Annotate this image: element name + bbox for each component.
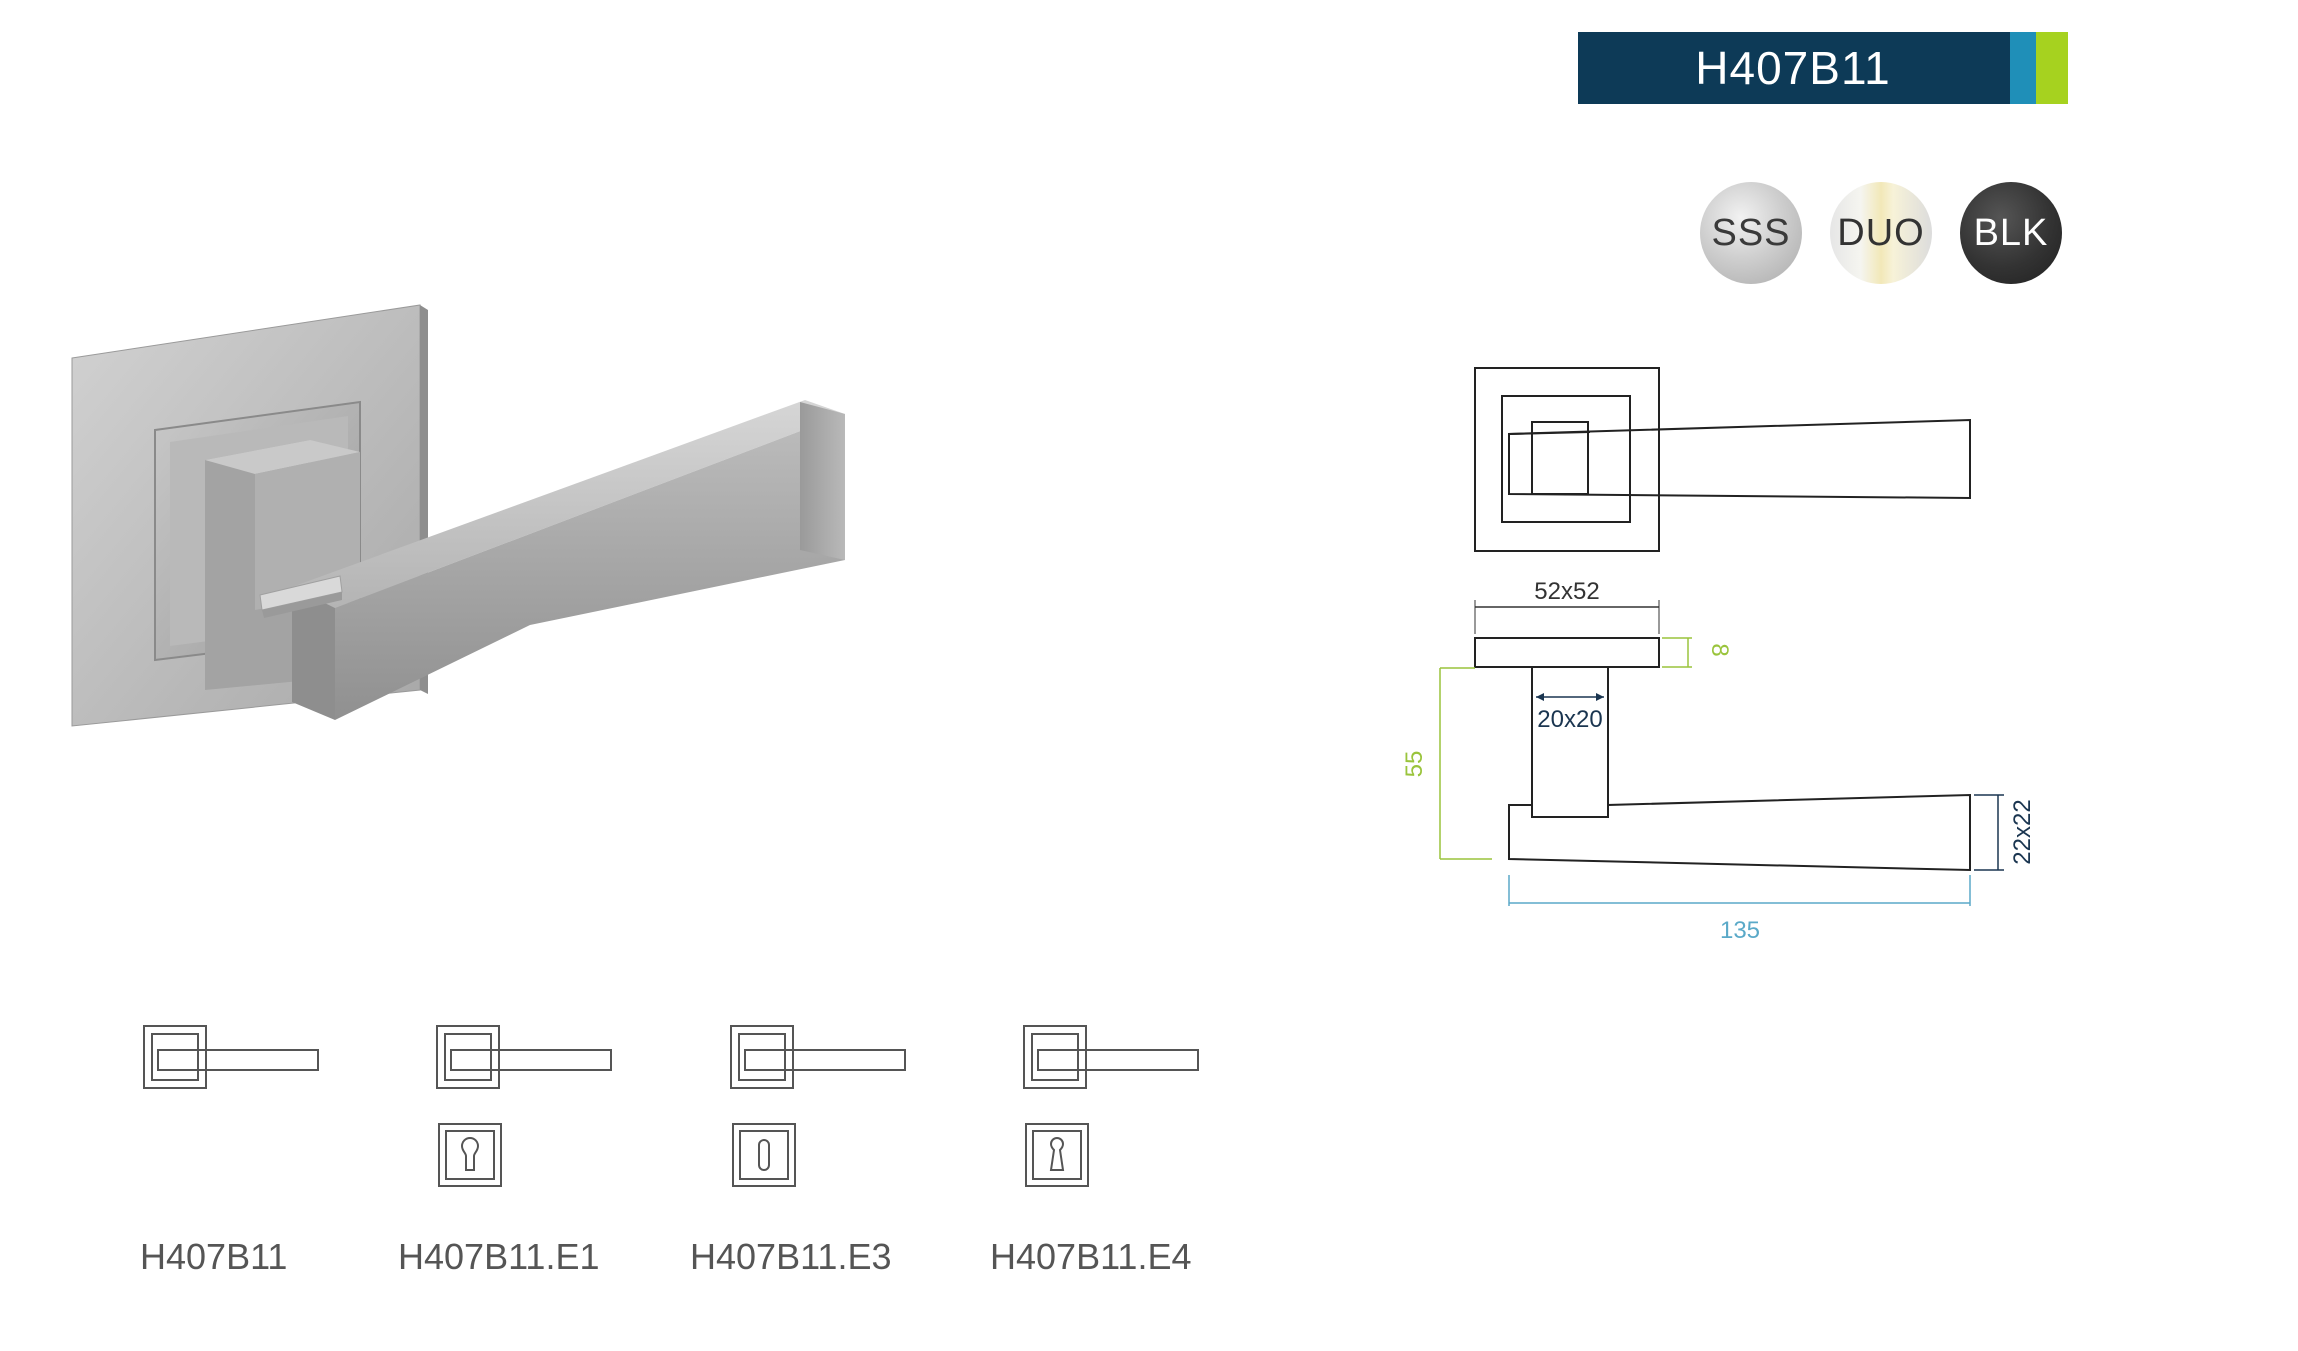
dim-projection: 55 [1401, 751, 1428, 778]
variant-icon-lever[interactable] [433, 1022, 623, 1092]
bathroom-escutcheon-icon [732, 1123, 796, 1187]
variant-icon-lever[interactable] [140, 1022, 330, 1092]
variant-label: H407B11.E3 [690, 1236, 892, 1277]
dim-lever-length: 135 [1720, 917, 1760, 944]
accent-stripe-green [2036, 32, 2068, 104]
dim-lever-section: 22x22 [2009, 799, 2036, 864]
front-view [1474, 367, 1971, 552]
finish-label: BLK [1973, 211, 2049, 254]
variant-label: H407B11.E1 [398, 1236, 600, 1277]
variant-label: H407B11.E4 [990, 1236, 1192, 1277]
euro-cylinder-escutcheon-icon [438, 1123, 502, 1187]
technical-drawing: 52x52 8 20x20 55 22x22 135 [1401, 367, 2036, 944]
finish-chip-sss[interactable]: SSS [1700, 182, 1802, 284]
lever-handle-photo [71, 304, 845, 727]
finish-chip-duo[interactable]: DUO [1830, 182, 1932, 284]
dim-spindle: 20x20 [1537, 706, 1602, 733]
finish-label: DUO [1837, 211, 1925, 254]
model-title-bar: H407B11 [1578, 32, 2068, 104]
dim-rose-size: 52x52 [1534, 578, 1599, 605]
variant-icon-lever[interactable] [1020, 1022, 1210, 1092]
model-title: H407B11 [1695, 42, 1891, 94]
dim-rose-thickness: 8 [1706, 643, 1733, 656]
side-view [1439, 600, 2004, 906]
finish-chip-blk[interactable]: BLK [1960, 182, 2062, 284]
variant-label: H407B11 [140, 1236, 288, 1277]
accent-stripe-blue [2010, 32, 2036, 104]
finish-label: SSS [1711, 211, 1791, 254]
variant-icon-lever[interactable] [727, 1022, 917, 1092]
keyhole-escutcheon-icon [1025, 1123, 1089, 1187]
